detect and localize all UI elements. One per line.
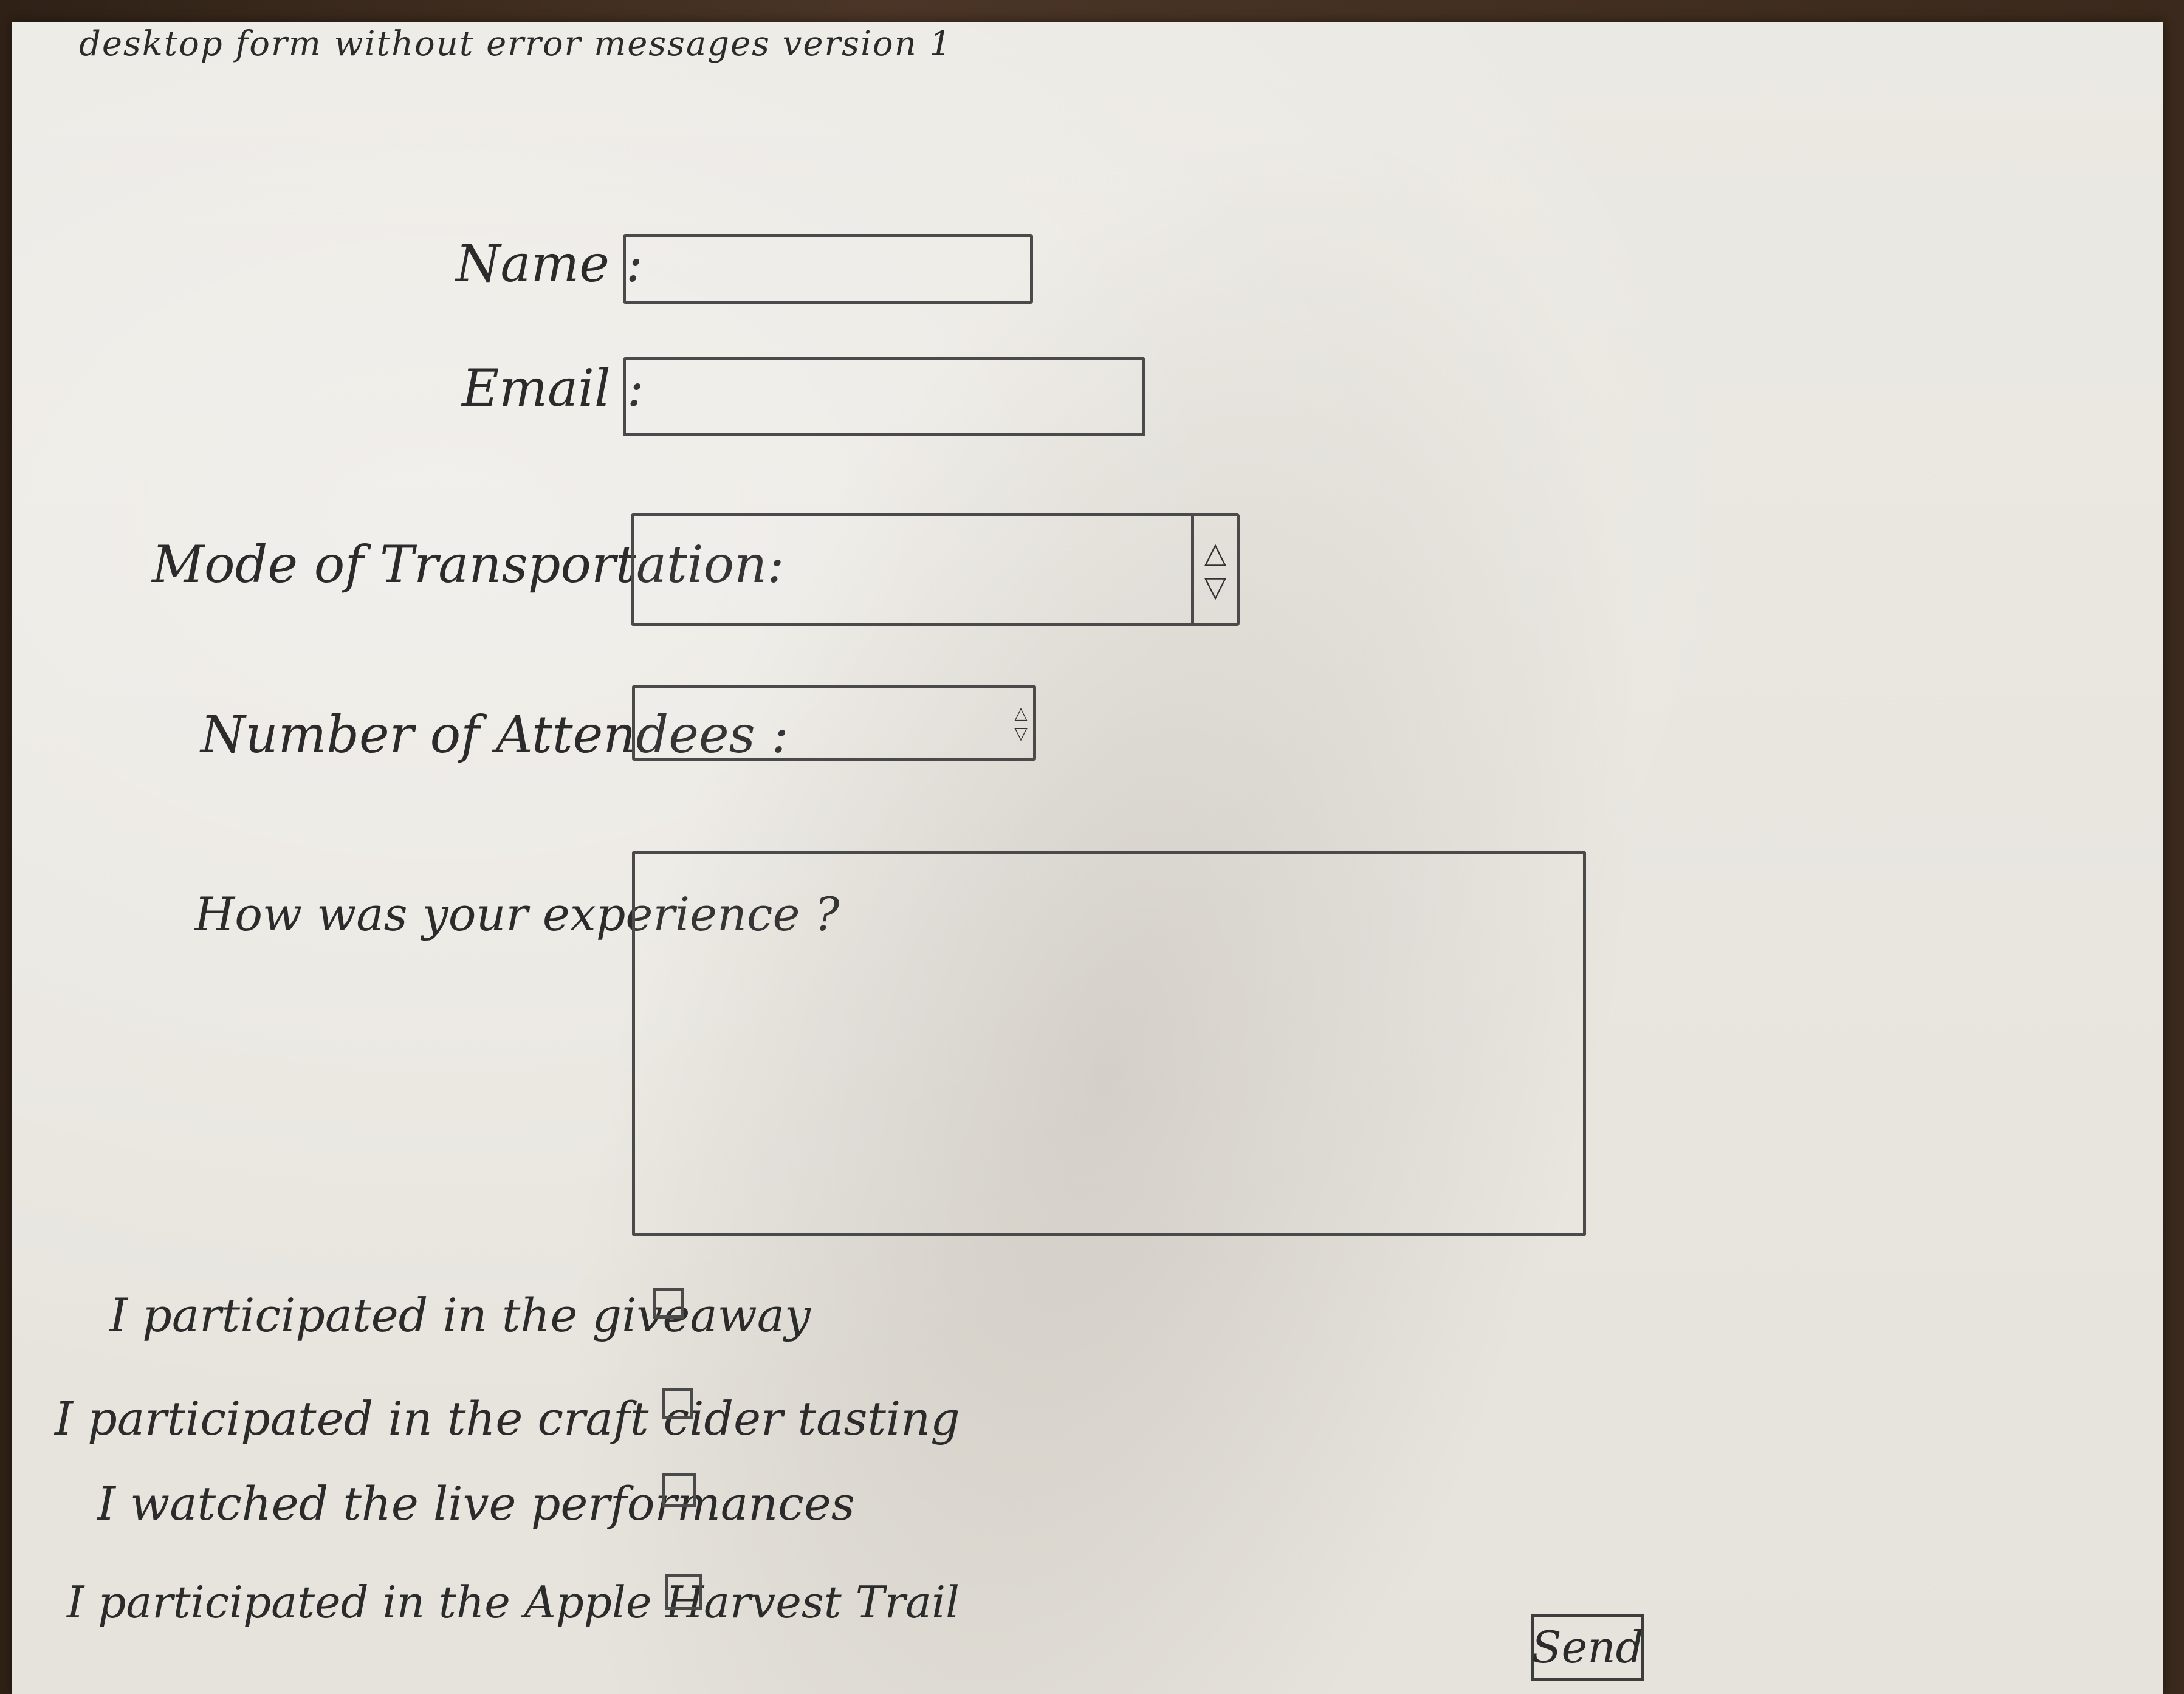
checkbox-label: I participated in the craft cider tastin… [55,1391,960,1445]
transport-select-arrows[interactable]: △ ▽ [1191,516,1237,623]
stepper-down-icon: ▽ [1014,722,1028,743]
checkbox-cider-tasting[interactable] [662,1388,693,1419]
checkbox-harvest-trail[interactable] [665,1574,702,1610]
checkbox-label: I participated in the giveaway [109,1288,811,1342]
caret-up-icon: △ [1204,535,1227,570]
checkbox-label: I participated in the Apple Harvest Trai… [67,1577,960,1628]
attendees-label: Number of Attendees : [201,705,789,764]
transport-select[interactable]: △ ▽ [631,513,1240,626]
email-label: Email : [462,358,644,418]
attendees-stepper-arrows[interactable]: △ ▽ [1009,688,1033,758]
name-input[interactable] [623,234,1033,304]
experience-textarea[interactable] [632,851,1586,1236]
checkbox-label: I watched the live performances [97,1476,855,1531]
transport-label: Mode of Transportation: [152,535,785,594]
checkbox-giveaway[interactable] [653,1288,684,1319]
email-input[interactable] [623,357,1145,436]
sketch-paper [12,22,2163,1694]
checkbox-live-performances[interactable] [662,1473,696,1507]
name-label: Name : [456,234,643,293]
sketch-note: desktop form without error messages vers… [79,24,953,64]
attendees-stepper[interactable]: △ ▽ [632,685,1036,761]
experience-label: How was your experience ? [194,887,840,941]
caret-down-icon: ▽ [1204,569,1227,604]
send-button[interactable]: Send [1531,1614,1644,1681]
stepper-up-icon: △ [1014,702,1028,723]
